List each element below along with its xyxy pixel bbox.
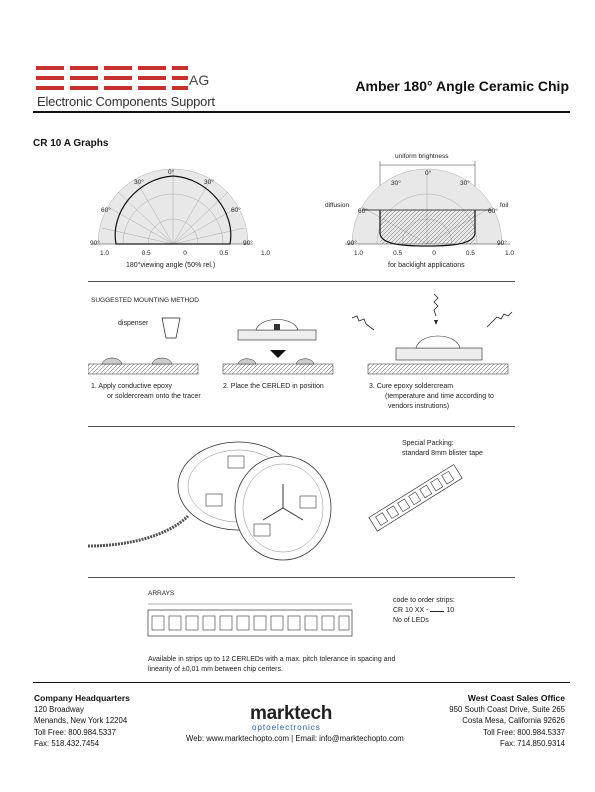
right-angle-60r: 60° xyxy=(488,208,498,215)
left-scale-0: 1.0 xyxy=(100,250,110,257)
left-angle-0: 0° xyxy=(168,169,175,176)
step-3-line-3: vendors instrutions) xyxy=(388,403,450,410)
step-3-line-1: 3. Cure epoxy soldercream xyxy=(369,383,454,390)
left-angle-90l: 90° xyxy=(90,240,100,247)
section-title: CR 10 A Graphs xyxy=(33,138,109,149)
hq-block: Company Headquarters 120 Broadway Menand… xyxy=(34,693,130,749)
mounting-title: SUGGESTED MOUNTING METHOD xyxy=(91,297,199,304)
right-angle-30l: 30° xyxy=(391,180,401,187)
left-angle-30l: 30° xyxy=(134,179,144,186)
header-rule xyxy=(33,111,570,113)
hq-line-2: Menands, New York 12204 xyxy=(34,716,128,726)
viewing-angle-polar-plot xyxy=(93,168,253,245)
right-graph-caption: for backlight applications xyxy=(388,262,465,269)
wc-block: West Coast Sales Office 950 South Coast … xyxy=(449,693,565,749)
wc-line-3: Toll Free: 800.984.5337 xyxy=(483,727,565,737)
wc-line-2: Costa Mesa, California 92626 xyxy=(462,716,565,726)
right-scale-0: 1.0 xyxy=(354,250,364,257)
hq-line-4: Fax: 518.432.7454 xyxy=(34,738,100,748)
page-title: Amber 180° Angle Ceramic Chip xyxy=(355,78,569,94)
brand-name: marktech xyxy=(250,703,333,724)
left-angle-60l: 60° xyxy=(101,207,111,214)
right-angle-30r: 30° xyxy=(460,180,470,187)
mounting-illustration xyxy=(88,293,513,375)
packing-line-1: Special Packing: xyxy=(402,440,454,447)
left-angle-90r: 90° xyxy=(243,240,253,247)
wc-title: West Coast Sales Office xyxy=(467,693,565,703)
hq-title: Company Headquarters xyxy=(34,693,130,703)
hq-line-3: Toll Free: 800.984.5337 xyxy=(34,727,116,737)
hq-line-1: 120 Broadway xyxy=(34,705,84,715)
right-scale-1: 0.5 xyxy=(393,250,403,257)
right-left-label: diffusion xyxy=(325,202,350,209)
right-top-label: uniform brightness xyxy=(395,153,449,160)
packing-line-2: standard 8mm blister tape xyxy=(402,450,483,457)
right-scale-4: 1.0 xyxy=(504,250,514,257)
step-1-line-2: or soldercream onto the tracer xyxy=(107,393,201,400)
brand-sub: optoelectronics xyxy=(252,723,321,732)
step-2: 2. Place the CERLED in position xyxy=(223,383,324,390)
order-line-2: CR 10 XX - 10 xyxy=(393,607,454,614)
left-scale-2: 0 xyxy=(183,250,187,257)
web-contact: Web: www.marktechopto.com | Email: info@… xyxy=(186,734,404,743)
divider-1 xyxy=(88,281,515,282)
logo-suffix: AG xyxy=(189,72,210,88)
order-code: CR 10 XX - xyxy=(393,607,429,614)
wc-line-1: 950 South Coast Drive, Suite 265 xyxy=(449,705,565,715)
right-scale-2: 0 xyxy=(432,250,436,257)
right-angle-90r: 90° xyxy=(497,240,507,247)
left-scale-3: 0.5 xyxy=(219,250,229,257)
left-scale: 1.0 0.5 0 0.5 1.0 xyxy=(100,250,270,257)
left-angle-60r: 60° xyxy=(231,207,241,214)
right-angle-90l: 90° xyxy=(347,240,357,247)
divider-2 xyxy=(88,426,515,427)
arrays-desc-line-2: linearity of ±0,01 mm between chip cente… xyxy=(148,666,283,673)
logo-subtitle: Electronic Components Support xyxy=(37,94,215,109)
order-suffix: 10 xyxy=(446,607,455,614)
order-line-3: No of LEDs xyxy=(393,617,429,624)
left-angle-30r: 30° xyxy=(204,179,214,186)
step-1-line-1: 1. Apply conductive epoxy xyxy=(91,383,172,390)
blister-tape xyxy=(368,464,463,532)
right-right-label: foil xyxy=(500,202,509,209)
backlight-polar-plot xyxy=(345,161,510,247)
dispenser-label: dispenser xyxy=(118,320,149,327)
footer-rule xyxy=(33,682,570,683)
right-scale: 1.0 0.5 0 0.5 1.0 xyxy=(354,250,514,257)
wc-line-4: Fax: 714.850.9314 xyxy=(499,738,565,748)
arrays-desc-line-1: Available in strips up to 12 CERLEDs wit… xyxy=(148,656,396,663)
array-strip xyxy=(147,603,353,637)
marktech-logo: marktech optoelectronics xyxy=(250,704,360,732)
right-angle-0: 0° xyxy=(425,170,432,177)
right-angle-60l: 60° xyxy=(358,208,368,215)
left-scale-1: 0.5 xyxy=(141,250,151,257)
arrays-title: ARRAYS xyxy=(148,590,175,597)
step-3-line-2: (temperature and time according to xyxy=(385,393,494,400)
divider-3 xyxy=(88,577,515,578)
reel-illustration xyxy=(88,441,332,561)
right-scale-3: 0.5 xyxy=(465,250,475,257)
left-graph-caption: 180°viewing angle (50% rel.) xyxy=(126,262,216,269)
order-line-1: code to order strips: xyxy=(393,597,455,604)
left-scale-4: 1.0 xyxy=(260,250,270,257)
elcos-logo xyxy=(36,64,216,94)
